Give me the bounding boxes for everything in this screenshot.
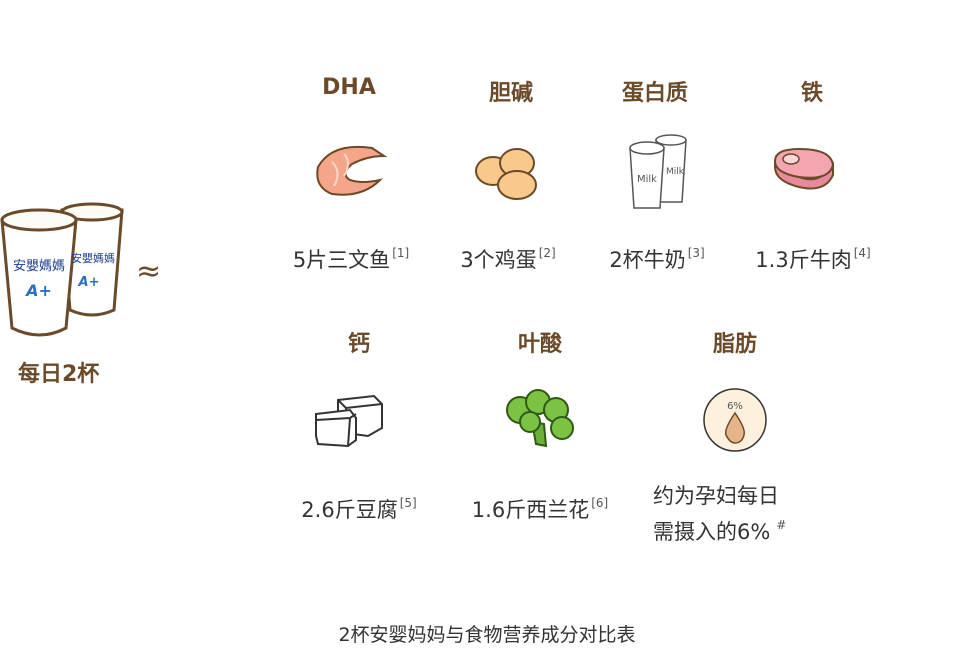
tofu-icon xyxy=(315,394,383,448)
brand-mark: A+ xyxy=(24,281,52,300)
ref-1: [1] xyxy=(392,246,410,260)
title-dha: DHA xyxy=(322,75,376,100)
beef-icon xyxy=(773,147,835,190)
brand-text: 安嬰媽媽 xyxy=(13,259,65,274)
milk-label-back: Milk xyxy=(666,167,685,177)
oil-drop-icon: 6% xyxy=(703,388,767,452)
label-broccoli: 1.6斤西兰花[6] xyxy=(471,496,609,522)
brand-mark-back: A+ xyxy=(78,275,100,290)
fat-percent: 6% xyxy=(727,401,743,412)
salmon-icon xyxy=(316,145,388,196)
title-protein: 蛋白质 xyxy=(621,81,688,106)
eggs-icon xyxy=(475,148,537,200)
label-tofu: 2.6斤豆腐[5] xyxy=(301,496,417,522)
milk-label: Milk xyxy=(637,174,657,185)
ref-3: [3] xyxy=(687,246,705,260)
label-milk: 2杯牛奶[3] xyxy=(609,246,705,272)
title-calcium: 钙 xyxy=(347,332,370,357)
broccoli-icon xyxy=(506,389,574,448)
ref-6: [6] xyxy=(591,496,609,510)
title-choline: 胆碱 xyxy=(488,81,533,106)
milk-icon: Milk Milk xyxy=(629,134,687,209)
label-eggs: 3个鸡蛋[2] xyxy=(460,246,556,272)
ref-4: [4] xyxy=(853,246,871,260)
ref-2: [2] xyxy=(538,246,556,260)
label-salmon: 5片三文鱼[1] xyxy=(292,246,410,272)
formula-cups-icon: 安嬰媽媽 安嬰媽媽 A+ A+ xyxy=(0,202,124,337)
title-fat: 脂肪 xyxy=(712,332,757,357)
title-folic-acid: 叶酸 xyxy=(517,332,562,357)
label-beef: 1.3斤牛肉[4] xyxy=(755,246,871,272)
title-iron: 铁 xyxy=(800,81,823,106)
brand-text-back: 安嬰媽媽 xyxy=(71,251,115,265)
cups-caption: 每日2杯 xyxy=(18,362,100,387)
approx-sign: ≈ xyxy=(136,254,162,289)
ref-hash: # xyxy=(776,518,787,532)
chart-caption: 2杯安婴妈妈与食物营养成分对比表 xyxy=(338,624,636,646)
label-fat: 约为孕妇每日需摄入的6%# xyxy=(653,484,787,544)
ref-5: [5] xyxy=(399,496,417,510)
